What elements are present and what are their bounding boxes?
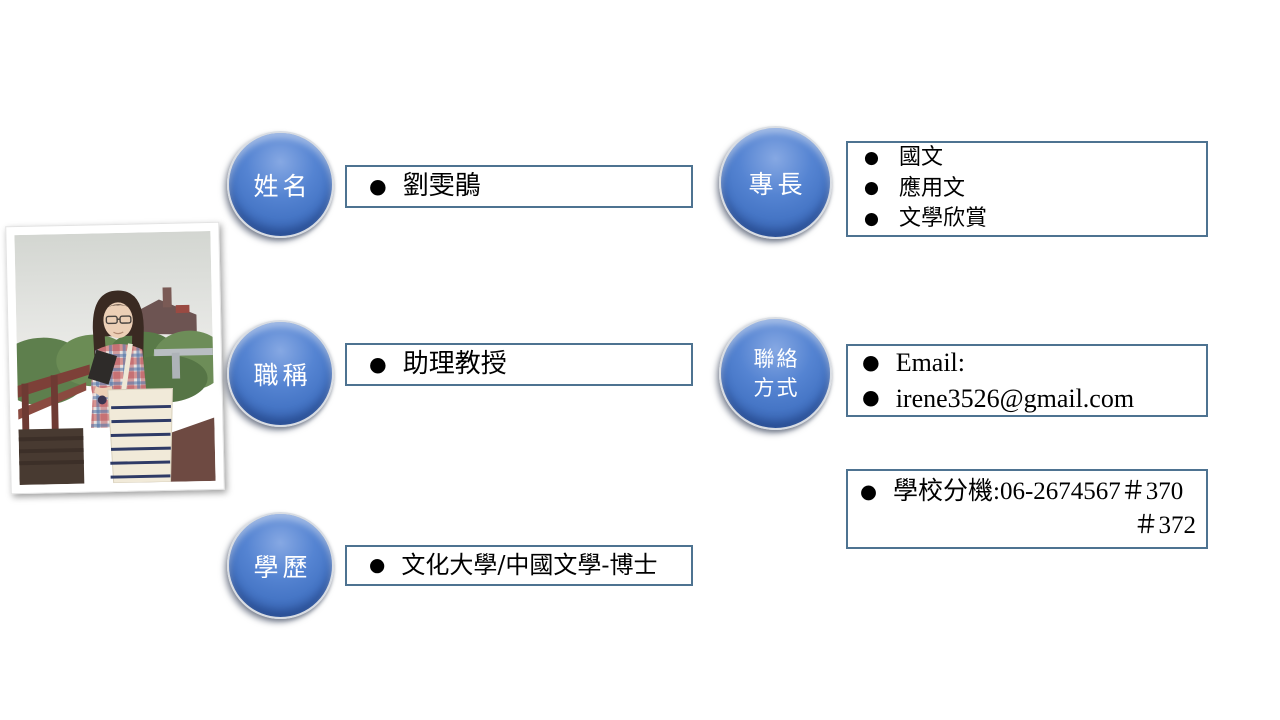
badge-education: 學歷 xyxy=(227,512,334,619)
badge-specialty-label: 專長 xyxy=(748,169,807,199)
badge-specialty: 專長 xyxy=(719,126,832,239)
badge-education-label: 學歷 xyxy=(253,552,312,582)
specialty-item: ● 文學欣賞 xyxy=(864,204,1206,234)
badge-name-label: 姓名 xyxy=(253,171,312,201)
bullet-icon: ● xyxy=(864,208,879,229)
name-line: ● 劉雯鵑 xyxy=(369,169,691,205)
name-value: 劉雯鵑 xyxy=(402,170,481,201)
contact-item: ● irene3526@gmail.com xyxy=(862,381,1206,417)
bullet-icon: ● xyxy=(862,385,880,410)
badge-title-label: 職稱 xyxy=(253,360,312,390)
phone-line-2: ＃372 xyxy=(1133,512,1196,540)
specialty-value: 文學欣賞 xyxy=(898,206,987,232)
contact-email-value: irene3526@gmail.com xyxy=(895,383,1135,413)
profile-photo xyxy=(5,221,225,495)
bullet-icon: ● xyxy=(864,178,879,199)
specialty-item: ● 國文 xyxy=(864,143,1206,173)
phone-box: ● 學校分機:06-2674567＃370 ＃372 xyxy=(846,469,1208,549)
bullet-icon: ● xyxy=(862,349,880,374)
bullet-icon: ● xyxy=(369,554,386,576)
bullet-icon: ● xyxy=(369,351,387,376)
badge-contact-label-line2: 方式 xyxy=(753,375,800,400)
title-line: ● 助理教授 xyxy=(369,347,691,383)
education-value: 文化大學/中國文學-博士 xyxy=(401,550,658,579)
badge-name: 姓名 xyxy=(227,131,334,238)
badge-contact: 聯絡 方式 xyxy=(719,317,832,430)
bullet-icon: ● xyxy=(369,173,387,198)
specialty-box: ● 國文 ● 應用文 ● 文學欣賞 xyxy=(846,141,1208,237)
education-box: ● 文化大學/中國文學-博士 xyxy=(345,545,693,586)
title-box: ● 助理教授 xyxy=(345,343,693,386)
specialty-value: 應用文 xyxy=(898,175,965,201)
contact-item: ● Email: xyxy=(862,345,1206,381)
profile-photo-illustration xyxy=(14,230,216,486)
contact-box: ● Email: ● irene3526@gmail.com xyxy=(846,344,1208,417)
phone-extension-value: 學校分機:06-2674567＃370 xyxy=(893,477,1184,505)
badge-contact-label-line1: 聯絡 xyxy=(753,347,800,372)
name-box: ● 劉雯鵑 xyxy=(345,165,693,208)
specialty-value: 國文 xyxy=(898,145,943,171)
title-value: 助理教授 xyxy=(402,348,507,379)
specialty-item: ● 應用文 xyxy=(864,174,1206,204)
contact-email-label: Email: xyxy=(895,347,966,377)
bullet-icon: ● xyxy=(864,147,879,168)
badge-title: 職稱 xyxy=(227,320,334,427)
bullet-icon: ● xyxy=(860,479,878,503)
education-line: ● 文化大學/中國文學-博士 xyxy=(369,549,691,582)
phone-line-1: ● 學校分機:06-2674567＃370 xyxy=(860,475,1196,510)
